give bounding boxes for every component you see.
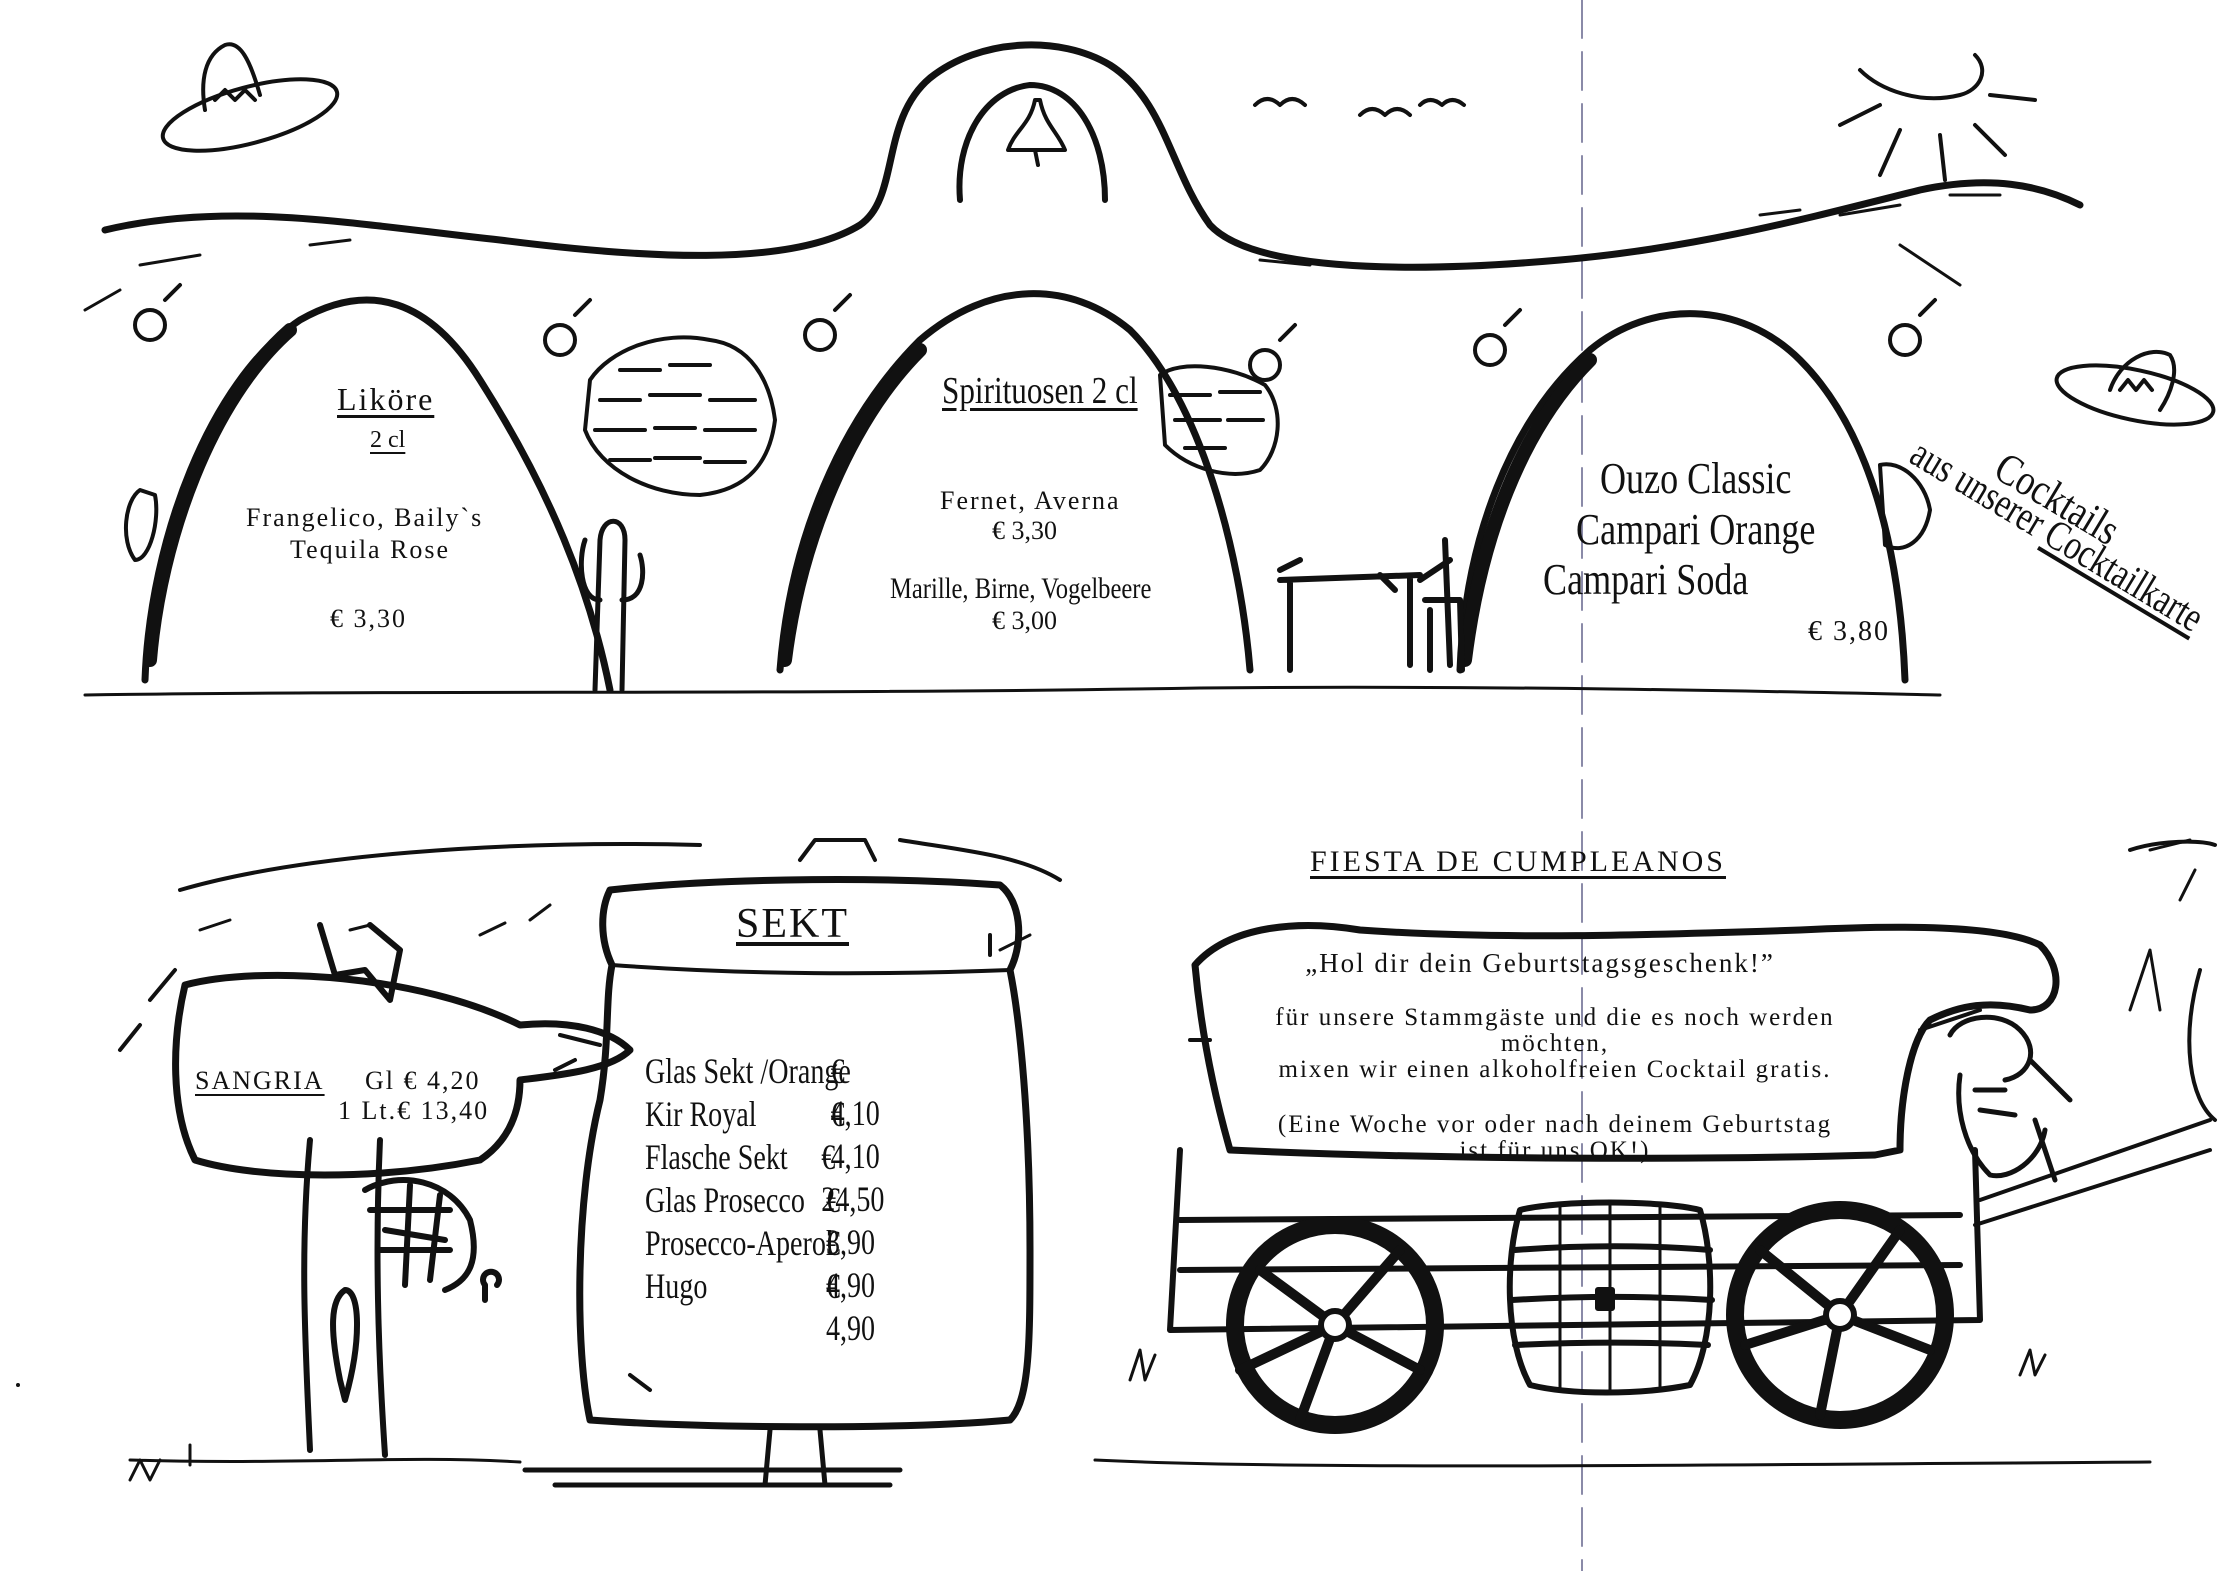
sekt-item-name: Flasche Sekt — [645, 1137, 788, 1177]
birthday-headline: „Hol dir dein Geburtstagsgeschenk!” — [1305, 948, 1775, 978]
table-and-chair — [1277, 537, 1465, 673]
sekt-row: Glas Sekt /Orange € 4,10 — [645, 1050, 895, 1133]
sombrero-right — [2054, 349, 2216, 427]
birthday-body-line-2: möchten, — [1500, 1030, 1610, 1057]
ground-bottom — [128, 1443, 2152, 1482]
sekt-title: SEKT — [736, 901, 849, 947]
sekt-item-name: Kir Royal — [645, 1094, 757, 1134]
sekt-item-name: Hugo — [645, 1266, 708, 1306]
spirituosen-price-1: € 3,30 — [992, 516, 1057, 545]
arch-right — [1456, 310, 1909, 684]
cowboy — [1947, 1014, 2073, 1183]
wagon-wheel-back — [1726, 1201, 1954, 1429]
signpost — [301, 922, 502, 1458]
sangria-price-glass: Gl € 4,20 — [365, 1066, 481, 1095]
arch-right-item-2: Campari Orange — [1576, 505, 1816, 554]
sekt-row: Hugo € 4,90 — [645, 1265, 895, 1348]
sekt-item-price: € 3,90 — [825, 1180, 876, 1262]
sekt-row: Flasche Sekt € 24,50 — [645, 1136, 895, 1219]
sangria-price-liter: 1 Lt.€ 13,40 — [338, 1096, 490, 1125]
sekt-item-price: € 4,90 — [825, 1223, 876, 1305]
arch-right-item-1: Ouzo Classic — [1600, 454, 1792, 503]
spirituosen-line-1: Fernet, Averna — [940, 486, 1121, 515]
sekt-row: Prosecco-Aperol € 4,90 — [645, 1222, 895, 1305]
bell-icon — [1006, 98, 1067, 167]
bell-niche — [956, 82, 1108, 203]
fence-back — [118, 838, 1062, 1052]
sekt-row: Kir Royal € 4,10 — [645, 1093, 895, 1176]
spirituosen-price-2: € 3,00 — [992, 606, 1057, 635]
sangria-sign-board — [172, 971, 634, 1179]
sangria-title: SANGRIA — [195, 1066, 325, 1095]
likoere-item-1: Frangelico, Baily`s — [246, 503, 484, 532]
wagon-wheel-front — [1226, 1216, 1444, 1434]
birthday-note-line-2: ist für uns OK!) — [1459, 1137, 1651, 1164]
arch-right-item-3: Campari Soda — [1543, 555, 1749, 604]
birthday-note-line-1: (Eine Woche vor oder nach deinem Geburts… — [1277, 1111, 1833, 1138]
spirituosen-line-2: Marille, Birne, Vogelbeere — [890, 572, 1152, 605]
sekt-item-price: € 24,50 — [821, 1137, 885, 1219]
likoere-price: € 3,30 — [330, 604, 407, 633]
birthday-body-line-1: für unsere Stammgäste und die es noch we… — [1275, 1004, 1835, 1031]
sekt-row: Glas Prosecco € 3,90 — [645, 1179, 895, 1262]
sombrero-top-left — [160, 42, 340, 153]
stone-patch-left — [583, 335, 777, 497]
likoere-subtitle: 2 cl — [370, 427, 406, 453]
spirituosen-title: Spirituosen 2 cl — [942, 370, 1138, 412]
grass — [1128, 838, 2197, 1382]
sekt-item-price: € 4,10 — [830, 1051, 880, 1133]
birthday-body-line-3: mixen wir einen alkoholfreien Cocktail g… — [1278, 1056, 1832, 1083]
birds — [1253, 97, 1466, 117]
sekt-board-legs — [522, 1427, 903, 1488]
sekt-item-name: Glas Prosecco — [645, 1180, 805, 1220]
birthday-title: FIESTA DE CUMPLEANOS — [1310, 845, 1726, 878]
stone-patch-right — [123, 462, 1932, 562]
sun-icon — [1838, 53, 2037, 182]
ground-top — [83, 685, 1942, 697]
stone-patch-middle — [1158, 364, 1280, 476]
sekt-item-name: Glas Sekt /Orange — [645, 1051, 851, 1091]
arch-middle — [776, 290, 1254, 674]
arch-right-price: € 3,80 — [1808, 616, 1890, 647]
wall-windows — [133, 283, 1937, 382]
cactus — [578, 518, 646, 693]
barrel — [1506, 1199, 1715, 1396]
likoere-item-2: Tequila Rose — [290, 535, 451, 564]
sekt-item-price: € 4,90 — [825, 1266, 876, 1348]
wagon-canopy — [1191, 922, 2060, 1162]
sekt-board — [576, 876, 1034, 1431]
wall-top-outline — [101, 41, 2084, 271]
sekt-item-name: Prosecco-Aperol — [645, 1223, 834, 1263]
sekt-item-price: € 4,10 — [830, 1094, 880, 1176]
likoere-title: Liköre — [337, 381, 435, 417]
